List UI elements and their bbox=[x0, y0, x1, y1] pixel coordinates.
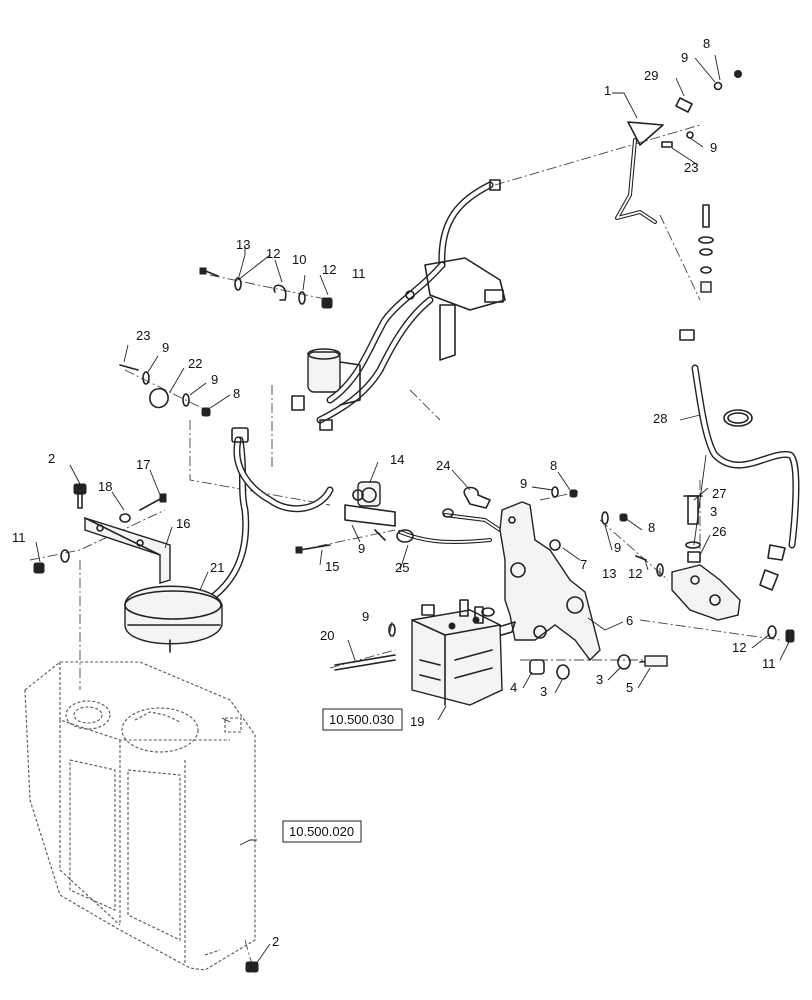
callout-9: 9 bbox=[681, 50, 688, 65]
callout-numbers: 1 29 9 8 9 23 13 12 10 12 11 23 9 22 9 8… bbox=[12, 36, 776, 949]
callout-27: 27 bbox=[712, 486, 726, 501]
callout-21: 21 bbox=[210, 560, 224, 575]
callout-11: 11 bbox=[352, 266, 366, 281]
callout-3: 3 bbox=[596, 672, 603, 687]
callout-11: 11 bbox=[12, 530, 26, 545]
callout-9: 9 bbox=[358, 541, 365, 556]
callout-8: 8 bbox=[648, 520, 655, 535]
callout-14: 14 bbox=[390, 452, 404, 467]
part-20-bolt bbox=[334, 623, 396, 671]
tank-assembly-phantom bbox=[24, 661, 256, 971]
part-25-tube bbox=[396, 508, 502, 544]
callout-23: 23 bbox=[684, 160, 698, 175]
callout-22: 22 bbox=[188, 356, 202, 371]
part-1-mount-bracket bbox=[615, 70, 742, 224]
callout-12: 12 bbox=[322, 262, 336, 277]
leader-lines bbox=[35, 54, 791, 965]
callout-3: 3 bbox=[710, 504, 717, 519]
assembly-centerlines bbox=[29, 124, 781, 976]
callout-29: 29 bbox=[644, 68, 658, 83]
fasteners-4-3-3-5 bbox=[529, 654, 668, 680]
callout-12: 12 bbox=[266, 246, 280, 261]
callout-8: 8 bbox=[550, 458, 557, 473]
callout-12: 12 bbox=[628, 566, 642, 581]
fasteners-23-9-22-9-8 bbox=[119, 364, 211, 417]
callout-3: 3 bbox=[540, 684, 547, 699]
callout-17: 17 bbox=[136, 457, 150, 472]
callout-8: 8 bbox=[703, 36, 710, 51]
fasteners-12-11-right bbox=[767, 625, 795, 643]
callout-9: 9 bbox=[162, 340, 169, 355]
part-15-bolt bbox=[295, 544, 331, 554]
callout-20: 20 bbox=[320, 628, 334, 643]
part-16-bracket bbox=[84, 517, 171, 584]
callout-7: 7 bbox=[580, 557, 587, 572]
fasteners-13-12-10-12-11 bbox=[199, 267, 333, 309]
part-19-pump-module bbox=[411, 599, 503, 706]
part-28-hose bbox=[679, 329, 800, 591]
part-2-bottom-bolt bbox=[245, 961, 259, 973]
callout-23: 23 bbox=[136, 328, 150, 343]
callout-1: 1 bbox=[604, 83, 611, 98]
reference-10-500-030[interactable]: 10.500.030 bbox=[329, 712, 394, 727]
callout-9: 9 bbox=[614, 540, 621, 555]
callout-28: 28 bbox=[653, 411, 667, 426]
vertical-fasteners-stack bbox=[698, 204, 714, 293]
callout-2: 2 bbox=[272, 934, 279, 949]
callout-4: 4 bbox=[510, 680, 517, 695]
callout-18: 18 bbox=[98, 479, 112, 494]
callout-5: 5 bbox=[626, 680, 633, 695]
callout-16: 16 bbox=[176, 516, 190, 531]
part-6-mount-plate bbox=[494, 501, 601, 662]
reference-10-500-020[interactable]: 10.500.020 bbox=[289, 824, 354, 839]
reference-box-pump[interactable]: 10.500.030 bbox=[322, 708, 403, 731]
part-14-valve bbox=[344, 481, 396, 541]
callout-6: 6 bbox=[626, 613, 633, 628]
callout-10: 10 bbox=[292, 252, 306, 267]
callout-8: 8 bbox=[233, 386, 240, 401]
callout-9: 9 bbox=[362, 609, 369, 624]
callout-24: 24 bbox=[436, 458, 450, 473]
part-24-clamp bbox=[463, 486, 491, 509]
callout-15: 15 bbox=[325, 559, 339, 574]
callout-13: 13 bbox=[236, 237, 250, 252]
callout-19: 19 bbox=[410, 714, 424, 729]
callout-12: 12 bbox=[732, 640, 746, 655]
part-21-filler-hose bbox=[124, 427, 334, 653]
fasteners-9-8-right bbox=[551, 486, 664, 577]
callout-13: 13 bbox=[602, 566, 616, 581]
reference-box-tank[interactable]: 10.500.020 bbox=[282, 820, 362, 843]
callout-9: 9 bbox=[211, 372, 218, 387]
callout-11: 11 bbox=[762, 656, 776, 671]
callout-9: 9 bbox=[710, 140, 717, 155]
upper-harness bbox=[291, 179, 506, 431]
part-26-bracket bbox=[671, 495, 741, 621]
callout-9: 9 bbox=[520, 476, 527, 491]
callout-25: 25 bbox=[395, 560, 409, 575]
callout-2: 2 bbox=[48, 451, 55, 466]
callout-26: 26 bbox=[712, 524, 726, 539]
